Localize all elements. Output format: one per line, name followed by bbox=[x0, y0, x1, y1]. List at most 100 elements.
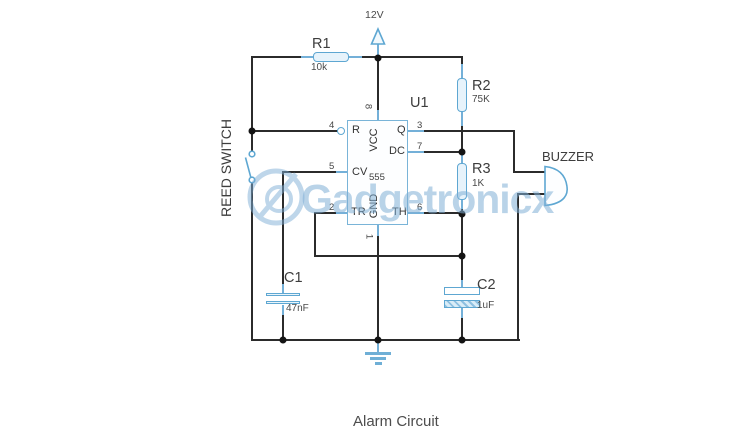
reed-switch-symbol bbox=[244, 150, 256, 184]
wire bbox=[517, 193, 519, 341]
wire bbox=[336, 171, 347, 173]
wire bbox=[461, 64, 463, 78]
wire bbox=[461, 318, 463, 341]
wire bbox=[314, 212, 336, 214]
c2-reference: C2 bbox=[477, 277, 496, 293]
wire bbox=[461, 209, 463, 280]
r2-value: 75K bbox=[472, 94, 490, 105]
wire bbox=[461, 56, 463, 65]
pin-number-6: 6 bbox=[417, 202, 423, 213]
wire bbox=[251, 130, 338, 132]
resistor-r1-symbol bbox=[313, 52, 349, 62]
junction-dot bbox=[458, 210, 466, 218]
wire bbox=[251, 56, 253, 151]
wire bbox=[251, 339, 520, 341]
wire bbox=[314, 255, 463, 257]
junction-dot bbox=[374, 336, 382, 344]
wire bbox=[377, 236, 379, 341]
diagram-caption: Alarm Circuit bbox=[353, 413, 439, 430]
wire bbox=[301, 56, 313, 58]
ic-pin-label-r: R bbox=[352, 124, 360, 136]
wire bbox=[408, 151, 424, 153]
wire bbox=[517, 193, 546, 195]
wire bbox=[461, 126, 463, 153]
wire bbox=[377, 57, 379, 110]
wire bbox=[461, 112, 463, 126]
junction-dot bbox=[279, 336, 287, 344]
wire bbox=[377, 225, 379, 236]
capacitor-c1-plate bbox=[266, 301, 300, 304]
ic-pin-label-cv: CV bbox=[352, 166, 368, 178]
wire bbox=[282, 171, 336, 173]
wire bbox=[251, 182, 253, 341]
reset-pin-inverter-bubble bbox=[337, 127, 345, 135]
wire bbox=[461, 308, 463, 318]
wire bbox=[408, 212, 424, 214]
ic-pin-label-th: TH bbox=[392, 206, 407, 218]
ground-icon bbox=[370, 357, 386, 360]
wire bbox=[424, 212, 463, 214]
ic-pin-label-dc: DC bbox=[389, 145, 405, 157]
wire bbox=[513, 171, 546, 173]
wire bbox=[251, 56, 302, 58]
wire bbox=[377, 44, 379, 58]
r1-value: 10k bbox=[311, 62, 328, 73]
pin-number-1: 1 bbox=[363, 233, 375, 240]
buzzer-symbol bbox=[544, 165, 569, 207]
wire bbox=[513, 130, 515, 173]
wire bbox=[461, 200, 463, 209]
wire bbox=[461, 280, 463, 288]
pin-number-4: 4 bbox=[329, 120, 335, 131]
reed-switch-label: REED SWITCH bbox=[218, 119, 234, 217]
ground-icon bbox=[375, 362, 382, 365]
resistor-r2-symbol bbox=[457, 78, 467, 112]
wire bbox=[314, 212, 316, 257]
wire bbox=[424, 151, 463, 153]
pin-number-8: 8 bbox=[362, 103, 374, 110]
wire bbox=[362, 56, 463, 58]
pin-number-5: 5 bbox=[329, 161, 335, 172]
r3-reference: R3 bbox=[472, 161, 491, 177]
junction-dot bbox=[248, 127, 256, 135]
power-arrow-icon bbox=[370, 26, 386, 45]
wire bbox=[349, 56, 362, 58]
junction-dot bbox=[458, 336, 466, 344]
ic-pin-label-vcc: VCC bbox=[368, 128, 380, 152]
pin-number-2: 2 bbox=[329, 202, 335, 213]
r3-value: 1K bbox=[472, 178, 485, 189]
junction-dot bbox=[374, 54, 382, 62]
capacitor-c2-negative-plate bbox=[444, 300, 480, 308]
junction-dot bbox=[458, 252, 466, 260]
wire bbox=[282, 284, 284, 293]
capacitor-c1-plate bbox=[266, 293, 300, 296]
ic-pin-label-tr: TR bbox=[351, 206, 366, 218]
watermark-logo bbox=[247, 168, 305, 226]
wire bbox=[282, 305, 284, 315]
ic-reference: U1 bbox=[410, 95, 429, 111]
ground-icon bbox=[365, 352, 391, 355]
wire bbox=[461, 152, 463, 163]
wire bbox=[282, 315, 284, 341]
ic-part-number: 555 bbox=[369, 172, 385, 183]
power-label: 12V bbox=[365, 9, 384, 21]
c1-reference: C1 bbox=[284, 270, 303, 286]
r2-reference: R2 bbox=[472, 78, 491, 94]
c2-value: 1uF bbox=[477, 300, 495, 311]
wire bbox=[408, 130, 424, 132]
wire bbox=[377, 340, 379, 352]
wire bbox=[377, 110, 379, 120]
ic-pin-label-gnd: GND bbox=[368, 193, 380, 219]
pin-number-7: 7 bbox=[417, 141, 423, 152]
capacitor-c2-positive-plate bbox=[444, 287, 480, 295]
r1-reference: R1 bbox=[312, 36, 331, 52]
buzzer-label: BUZZER bbox=[542, 149, 594, 164]
junction-dot bbox=[458, 148, 466, 156]
wire bbox=[282, 171, 284, 285]
ic-555-body bbox=[347, 120, 408, 225]
resistor-r3-symbol bbox=[457, 163, 467, 200]
wire bbox=[424, 130, 515, 132]
c1-value: 47nF bbox=[286, 303, 309, 314]
wire bbox=[336, 212, 347, 214]
ic-pin-label-q: Q bbox=[397, 124, 406, 136]
